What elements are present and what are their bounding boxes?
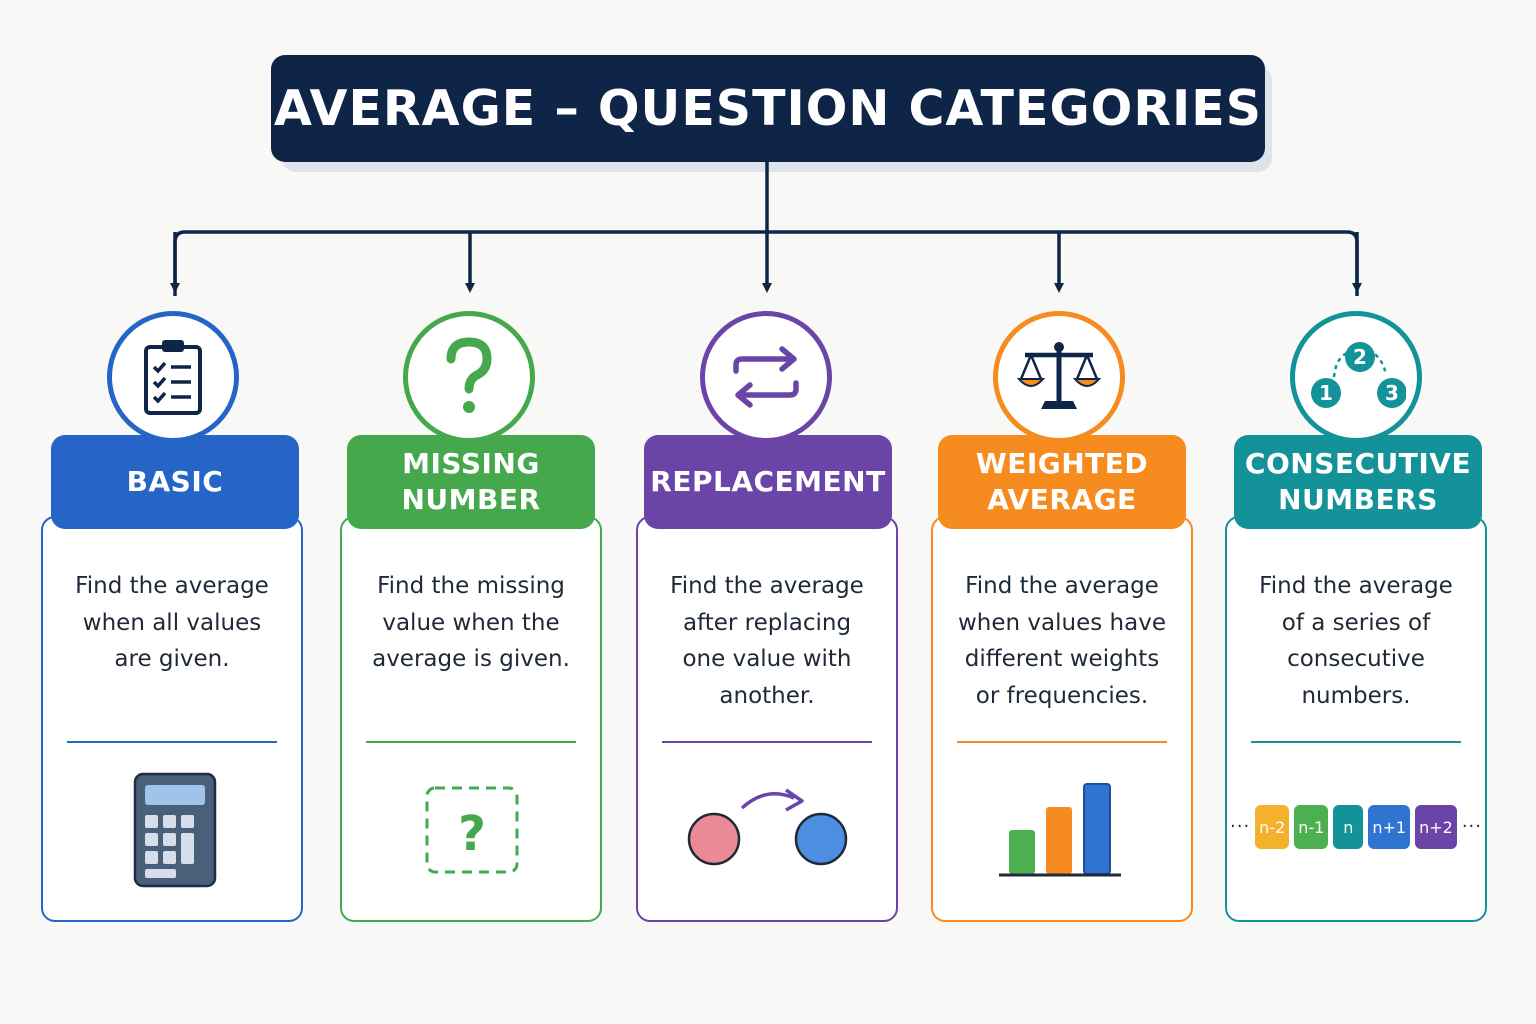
sequence-item: n-1 <box>1294 805 1329 849</box>
card-description: Find the average when values have differ… <box>958 573 1166 709</box>
icon-circle-weighted-average <box>993 311 1125 443</box>
header-consecutive-numbers: CONSECUTIVE NUMBERS <box>1234 435 1482 529</box>
sequence-item: n+1 <box>1368 805 1411 849</box>
calculator-icon <box>133 772 217 888</box>
sequence-ellipsis-right: ··· <box>1461 816 1482 837</box>
icon-circle-basic <box>107 311 239 443</box>
circle-replace-icon <box>687 788 848 866</box>
category-label: MISSING NUMBER <box>401 447 541 516</box>
sequence-item: n+2 <box>1415 805 1457 849</box>
category-label: WEIGHTED AVERAGE <box>975 447 1149 516</box>
numbered-circles-icon: 2 1 3 <box>1311 342 1406 408</box>
icon-circle-missing-number <box>403 311 535 443</box>
card-description: Find the missing value when the average … <box>372 573 570 672</box>
card-divider <box>67 741 277 743</box>
number-sequence-icon: ··· n-2 n-1 n n+1 n+2 ··· <box>1227 805 1485 849</box>
card-consecutive-numbers: Find the average of a series of consecut… <box>1225 516 1487 922</box>
category-label: BASIC <box>126 465 224 498</box>
card-divider <box>366 741 576 743</box>
page-title: AVERAGE – QUESTION CATEGORIES <box>273 80 1263 137</box>
dashed-question-box-icon: ? <box>425 786 519 874</box>
sequence-item: n <box>1333 805 1364 849</box>
sequence-ellipsis-left: ··· <box>1230 816 1251 837</box>
card-divider <box>957 741 1167 743</box>
card-weighted-average: Find the average when values have differ… <box>931 516 1193 922</box>
category-label: CONSECUTIVE NUMBERS <box>1244 447 1472 516</box>
question-mark-icon <box>446 337 492 413</box>
swap-arrows-icon <box>733 346 799 408</box>
icon-number: 2 <box>1353 345 1367 369</box>
card-description: Find the average of a series of consecut… <box>1259 573 1453 709</box>
card-basic: Find the average when all values are giv… <box>41 516 303 922</box>
illustration-question-mark: ? <box>458 806 486 862</box>
icon-number: 3 <box>1385 381 1399 405</box>
card-description: Find the average when all values are giv… <box>75 573 269 672</box>
header-replacement: REPLACEMENT <box>644 435 892 529</box>
header-basic: BASIC <box>51 435 299 529</box>
card-replacement: Find the average after replacing one val… <box>636 516 898 922</box>
icon-number: 1 <box>1319 381 1333 405</box>
card-missing-number: Find the missing value when the average … <box>340 516 602 922</box>
bar-chart-icon <box>999 783 1121 877</box>
icon-circle-replacement <box>700 311 832 443</box>
sequence-item: n-2 <box>1255 805 1290 849</box>
icon-circle-consecutive-numbers: 2 1 3 <box>1290 311 1422 443</box>
category-label: REPLACEMENT <box>650 465 886 498</box>
card-divider <box>662 741 872 743</box>
clipboard-checklist-icon <box>144 340 202 415</box>
card-divider <box>1251 741 1461 743</box>
title-banner: AVERAGE – QUESTION CATEGORIES <box>271 55 1265 162</box>
card-description: Find the average after replacing one val… <box>670 573 864 709</box>
balance-scale-icon <box>1016 342 1102 409</box>
header-weighted-average: WEIGHTED AVERAGE <box>938 435 1186 529</box>
header-missing-number: MISSING NUMBER <box>347 435 595 529</box>
